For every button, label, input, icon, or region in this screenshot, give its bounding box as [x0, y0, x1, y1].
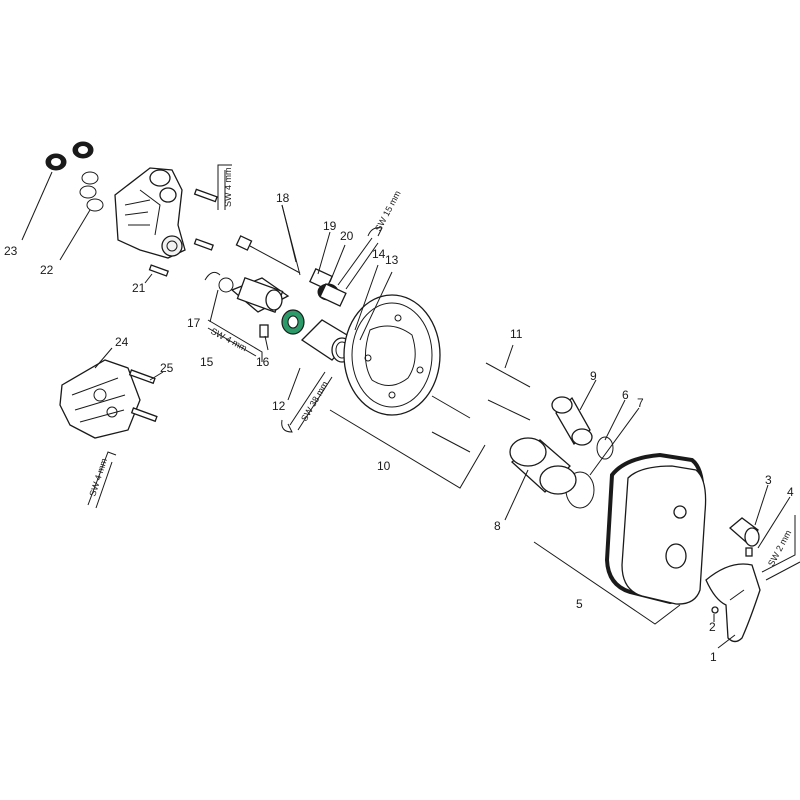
callout-24: 24	[115, 335, 129, 349]
tool-label-sw15: SW 15 mm	[373, 189, 403, 233]
part-18-spindle	[235, 235, 301, 274]
callout-1: 1	[710, 650, 717, 664]
part-5-cover-plate	[604, 452, 707, 605]
part-6-o-ring	[596, 436, 614, 460]
tool-label-sw4-top: SW 4 mm	[223, 168, 233, 208]
valve-body-housing	[114, 167, 186, 259]
callout-23: 23	[4, 244, 18, 258]
tool-hex-key-mid: SW 4 mm	[207, 319, 263, 362]
callout-17: 17	[187, 316, 201, 330]
part-9-cap	[551, 396, 593, 446]
part-16-screw	[259, 324, 269, 338]
part-8-sleeve-cap	[509, 437, 577, 495]
part-24-25-rear-body	[59, 359, 158, 439]
part-10-mounting-plate	[343, 294, 441, 416]
callout-8: 8	[494, 519, 501, 533]
part-17-clip	[204, 271, 234, 293]
thermostatic-cartridge	[230, 276, 290, 314]
part-21-screws	[148, 188, 218, 277]
part-1-lever-handle	[705, 563, 761, 643]
callout-25: 25	[160, 361, 174, 375]
callout-7: 7	[637, 396, 644, 410]
callout-9: 9	[590, 369, 597, 383]
part-2-screw	[711, 606, 719, 614]
tool-label-sw2: SW 2 mm	[766, 528, 793, 568]
callout-2: 2	[709, 620, 716, 634]
callout-19: 19	[323, 219, 337, 233]
callout-16: 16	[256, 355, 270, 369]
callout-6: 6	[622, 388, 629, 402]
tool-wrench-sw38: SW 38 mm	[281, 371, 333, 433]
callout-20: 20	[340, 229, 354, 243]
callout-10: 10	[377, 459, 391, 473]
callout-22: 22	[40, 263, 54, 277]
callout-21: 21	[132, 281, 146, 295]
tool-hex-key-left: SW 4 mm	[87, 451, 117, 509]
part-22-o-rings	[79, 171, 104, 212]
callout-3: 3	[765, 473, 772, 487]
part-11-long-screws	[431, 362, 531, 453]
green-collar-ring	[281, 309, 305, 335]
callout-labels: 1 2 3 4 5 6 7 8 9 10 11 12 13 14 15 16 1…	[4, 191, 794, 664]
callout-13: 13	[385, 253, 399, 267]
part-19-20-valve-head	[309, 267, 347, 307]
callout-12: 12	[272, 399, 286, 413]
callout-18: 18	[276, 191, 290, 205]
tool-label-sw4-mid: SW 4 mm	[209, 326, 249, 353]
tool-label-sw4-left: SW 4 mm	[87, 457, 109, 498]
leader-lines	[21, 171, 791, 649]
part-4-grub-screw	[745, 547, 753, 557]
callout-11: 11	[510, 327, 523, 341]
callout-5: 5	[576, 597, 583, 611]
callout-15: 15	[200, 355, 214, 369]
tool-label-sw38: SW 38 mm	[299, 379, 330, 423]
part-23-threaded-nuts	[45, 141, 94, 171]
tool-hex-key-sw2: SW 2 mm	[761, 515, 800, 581]
callout-4: 4	[787, 485, 794, 499]
tool-hex-key-top: SW 4 mm	[217, 164, 233, 210]
part-3-button-cap	[728, 517, 760, 547]
callout-14: 14	[372, 247, 386, 261]
